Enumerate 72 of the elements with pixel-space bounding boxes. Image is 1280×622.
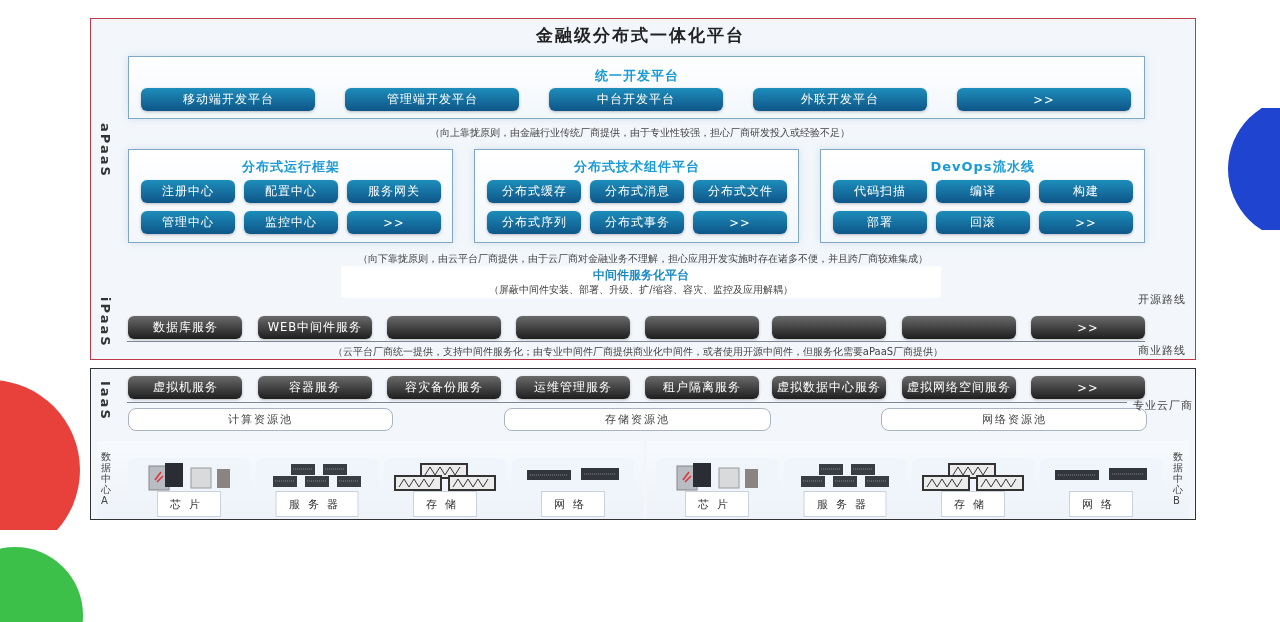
module-tile: >>	[1039, 211, 1133, 234]
module-tile: 虚拟网络空间服务	[902, 376, 1016, 399]
module-tile: >>	[1031, 376, 1145, 399]
module-tile: >>	[957, 88, 1131, 111]
layer-label: IaaS	[98, 381, 113, 421]
hardware-label: 服务器	[803, 491, 887, 517]
module-tile: 运维管理服务	[516, 376, 630, 399]
hardware-label: 芯片	[157, 491, 221, 517]
module-tile: 分布式消息	[590, 180, 684, 203]
module-tile: 容器服务	[258, 376, 372, 399]
resource-pool: 存储资源池	[504, 408, 771, 431]
module-tile: 分布式序列	[487, 211, 581, 234]
panel-title: 统一开发平台	[593, 67, 680, 85]
module-tile: 管理中心	[141, 211, 235, 234]
diagram-title: 金融级分布式一体化平台	[534, 24, 746, 47]
platform-panel	[474, 149, 799, 243]
module-tile: 分布式事务	[590, 211, 684, 234]
hardware-label: 存储	[941, 491, 1005, 517]
module-tile: 服务网关	[347, 180, 441, 203]
service-tile	[902, 316, 1016, 339]
module-tile: 移动端开发平台	[141, 88, 315, 111]
module-tile: >>	[347, 211, 441, 234]
module-tile: WEB中间件服务	[258, 316, 372, 339]
module-tile: 编译	[936, 180, 1030, 203]
module-tile: 分布式文件	[693, 180, 787, 203]
note-text: （向下靠拢原则，由云平台厂商提供，由于云厂商对金融业务不理解，担心应用开发实施时存在诸多不便，并且跨厂商较难集成）	[358, 252, 928, 266]
panel-title: 分布式技术组件平台	[572, 158, 701, 176]
module-tile: 虚拟数据中心服务	[772, 376, 886, 399]
resource-pool: 计算资源池	[128, 408, 393, 431]
module-tile: 虚拟机服务	[128, 376, 242, 399]
panel-title: DevOps流水线	[929, 158, 1036, 176]
module-tile: >>	[693, 211, 787, 234]
panel-title: 中间件服务化平台	[592, 268, 690, 283]
module-tile: 外联开发平台	[753, 88, 927, 111]
hardware-label: 网络	[541, 491, 605, 517]
hardware-label: 存储	[413, 491, 477, 517]
service-tile	[516, 316, 630, 339]
note-text: （向上靠拢原则，由金融行业传统厂商提供，由于专业性较强，担心厂商研发投入或经验不足）	[430, 126, 850, 140]
module-tile: 注册中心	[141, 180, 235, 203]
module-tile: 分布式缓存	[487, 180, 581, 203]
module-tile: 配置中心	[244, 180, 338, 203]
module-tile: 容灾备份服务	[387, 376, 501, 399]
platform-panel	[128, 56, 1145, 119]
service-tile	[772, 316, 886, 339]
layer-label: iPaaS	[98, 297, 113, 348]
route-label: 商业路线	[1138, 344, 1186, 358]
iaas-frame	[90, 368, 1196, 520]
platform-panel	[128, 149, 453, 243]
panel-subtitle: （屏蔽中间件安装、部署、升级、扩/缩容、容灾、监控及应用解耦）	[488, 283, 794, 297]
module-tile: 租户隔离服务	[645, 376, 759, 399]
module-tile: 数据库服务	[128, 316, 242, 339]
service-tile	[387, 316, 501, 339]
hardware-label: 芯片	[685, 491, 749, 517]
panel-title: 分布式运行框架	[240, 158, 341, 176]
module-tile: 监控中心	[244, 211, 338, 234]
module-tile: >>	[1031, 316, 1145, 339]
module-tile: 构建	[1039, 180, 1133, 203]
module-tile: 回滚	[936, 211, 1030, 234]
layer-label: aPaaS	[98, 123, 113, 178]
hardware-label: 服务器	[275, 491, 359, 517]
hardware-label: 网络	[1069, 491, 1133, 517]
module-tile: 中台开发平台	[549, 88, 723, 111]
service-tile	[645, 316, 759, 339]
datacenter-label: 数据中心B	[1173, 451, 1183, 506]
module-tile: 代码扫描	[833, 180, 927, 203]
paas-frame	[90, 18, 1196, 360]
platform-panel	[820, 149, 1145, 243]
module-tile: 管理端开发平台	[345, 88, 519, 111]
route-label: 开源路线	[1138, 293, 1186, 307]
module-tile: 部署	[833, 211, 927, 234]
note-text: （云平台厂商统一提供，支持中间件服务化；由专业中间件厂商提供商业化中间件，或者使用开源中间件，但服务化需要aPaaS厂商提供）	[332, 345, 944, 359]
datacenter-label: 数据中心A	[101, 451, 111, 506]
